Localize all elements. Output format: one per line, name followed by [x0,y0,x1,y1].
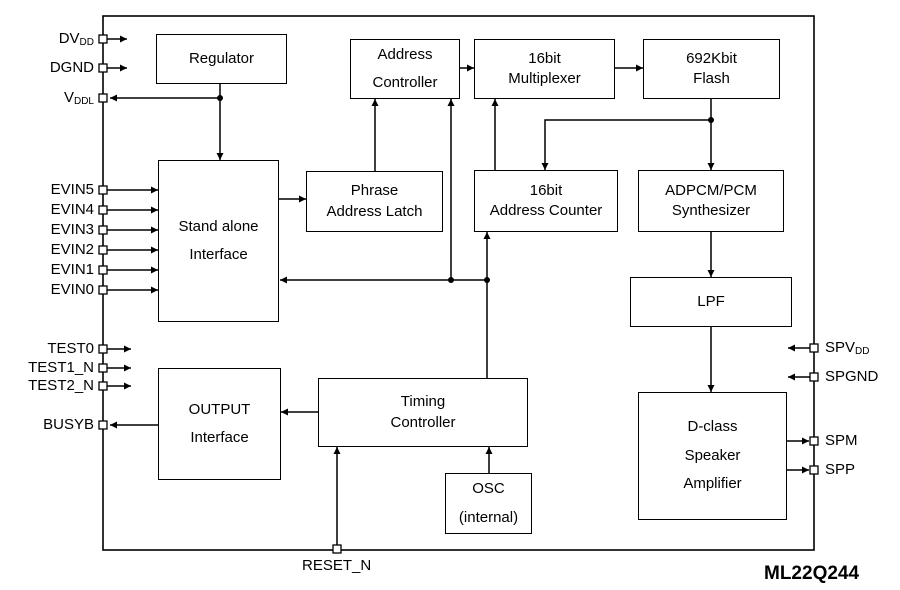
pin-reset-n: RESET_N [302,557,372,574]
pin-test2-n: TEST2_N [28,377,94,394]
pin-pad [98,205,108,215]
pin-dgnd: DGND [49,59,94,76]
pin-test1-n: TEST1_N [28,359,94,376]
pin-dvdd: DVDD [58,30,94,48]
flash-block: 692Kbit Flash [643,39,780,99]
pin-pad [98,225,108,235]
synthesizer-block: ADPCM/PCM Synthesizer [638,170,784,232]
dclass-amplifier-block: D-class Speaker Amplifier [638,392,787,520]
pin-pad [98,363,108,373]
pin-pad [98,381,108,391]
junction-dot [217,95,223,101]
pin-evin1: EVIN1 [50,261,94,278]
pin-pad [98,93,108,103]
standalone-interface-block: Stand alone Interface [158,160,279,322]
pin-evin0: EVIN0 [50,281,94,298]
pin-evin5: EVIN5 [50,181,94,198]
address-controller-block: Address Controller [350,39,460,99]
pin-vddl: VDDL [63,89,94,107]
multiplexer-block: 16bit Multiplexer [474,39,615,99]
pin-pad [98,285,108,295]
pin-pad [98,185,108,195]
pin-spp: SPP [825,461,856,478]
pin-spvdd: SPVDD [825,339,870,357]
timing-controller-block: Timing Controller [318,378,528,447]
pin-test0: TEST0 [47,340,94,357]
chip-outline [102,15,815,551]
phrase-address-latch-block: Phrase Address Latch [306,171,443,232]
address-counter-block: 16bit Address Counter [474,170,618,232]
pin-evin2: EVIN2 [50,241,94,258]
pin-pad [809,436,819,446]
junction-dot [448,277,454,283]
pin-pad [98,245,108,255]
output-interface-block: OUTPUT Interface [158,368,281,480]
pin-pad [98,34,108,44]
part-number: ML22Q244 [764,563,860,584]
pin-spgnd: SPGND [825,368,879,385]
lpf-block: LPF [630,277,792,327]
pin-evin4: EVIN4 [50,201,94,218]
pin-spm: SPM [825,432,858,449]
junction-dot [484,277,490,283]
pin-pad [332,544,342,554]
regulator-block: Regulator [156,34,287,84]
pin-pad [98,63,108,73]
osc-block: OSC (internal) [445,473,532,534]
pin-pad [98,265,108,275]
pin-pad [809,465,819,475]
pin-pad [98,344,108,354]
pin-pad [98,420,108,430]
pin-busyb: BUSYB [43,416,94,433]
junction-dot [708,117,714,123]
pin-pad [809,372,819,382]
pin-pad [809,343,819,353]
pin-evin3: EVIN3 [50,221,94,238]
